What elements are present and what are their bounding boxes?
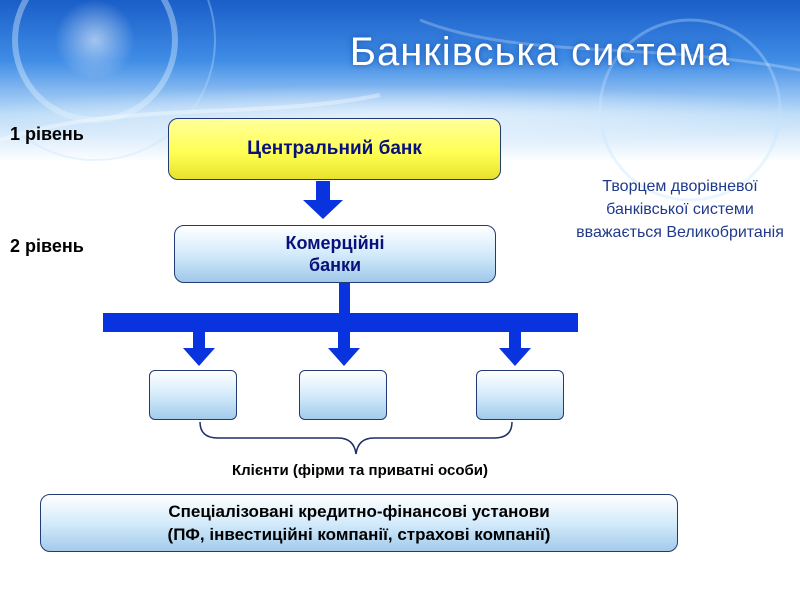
- arrow-to-client-2: [328, 332, 360, 366]
- client-box-3: [476, 370, 564, 420]
- page-title: Банківська система: [349, 30, 731, 74]
- commercial-banks-label-line2: банки: [308, 255, 362, 275]
- specialized-label-line2: (ПФ, інвестиційні компанії, страхові ком…: [167, 525, 551, 544]
- commercial-banks-box: Комерційні банки: [174, 225, 496, 283]
- central-bank-box: Центральний банк: [168, 118, 501, 180]
- arrow-to-client-3: [499, 332, 531, 366]
- central-bank-label: Центральний банк: [247, 138, 422, 159]
- arrow-central-to-commercial: [303, 181, 343, 219]
- specialized-institutions-box: Спеціалізовані кредитно-фінансові устано…: [40, 494, 678, 552]
- commercial-banks-label-line1: Комерційні: [285, 233, 385, 253]
- clients-brace: [199, 421, 513, 455]
- client-box-1: [149, 370, 237, 420]
- client-box-2: [299, 370, 387, 420]
- level-2-label: 2 рівень: [10, 236, 84, 256]
- connector-commercial-to-bar: [339, 283, 350, 313]
- clients-label: Клієнти (фірми та приватні особи): [231, 462, 489, 479]
- arrow-to-client-1: [183, 332, 215, 366]
- side-note: Творцем дворівневої банківської системи …: [576, 178, 784, 241]
- distribution-bar: [103, 313, 578, 332]
- level-1-label: 1 рівень: [10, 124, 84, 144]
- specialized-label-line1: Спеціалізовані кредитно-фінансові устано…: [168, 502, 550, 521]
